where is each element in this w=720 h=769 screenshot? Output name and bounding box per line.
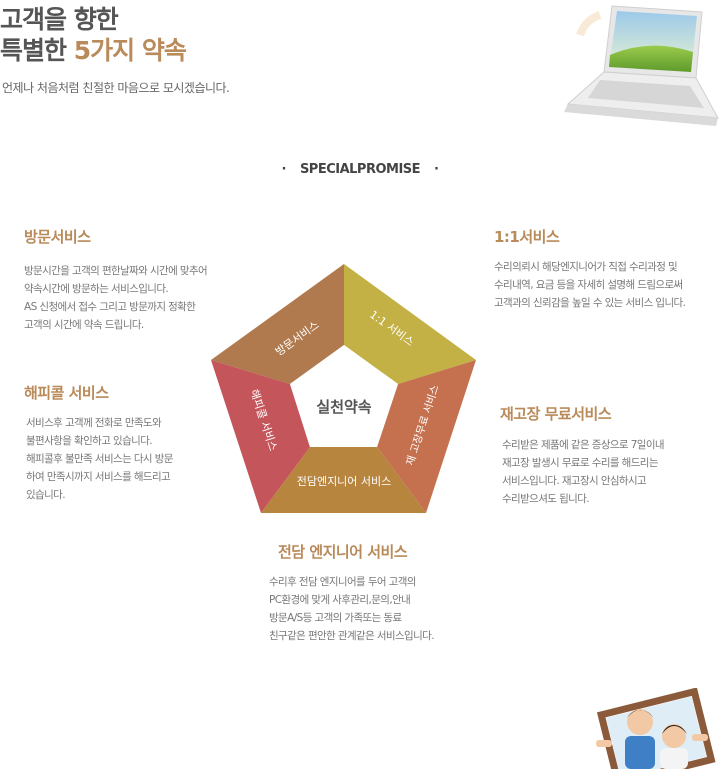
laptop-illustration: [564, 5, 719, 126]
pentagon-center: [290, 345, 398, 447]
segment-label-engineer: 전담엔지니어 서비스: [297, 475, 392, 488]
title-line-2-prefix: 특별한: [0, 36, 74, 65]
engineer-service-title: 전담 엔지니어 서비스: [278, 543, 408, 561]
promise-pentagon-diagram: 실천약속 방문서비스 1:1 서비스 재 고장무료 서비스 전담엔지니어 서비스…: [211, 264, 476, 513]
one-to-one-service-title: 1:1서비스: [494, 228, 560, 246]
visit-service-title: 방문서비스: [24, 228, 91, 246]
free-repair-service-text: 수리받은 제품에 같은 증상으로 7일이내 재고장 발생시 무료로 수리를 해드…: [502, 439, 665, 505]
special-dot-left: ·: [281, 162, 286, 177]
special-promise-text: SPECIALPROMISE: [299, 162, 421, 177]
pentagon-segment-one: [344, 264, 476, 384]
title-accent: 5가지 약속: [73, 36, 187, 65]
pentagon-segment-engineer: [261, 447, 426, 513]
special-dot-right: ·: [434, 162, 439, 177]
special-promise-label: · SPECIALPROMISE ·: [0, 162, 720, 177]
pentagon-segment-happycall: [211, 360, 310, 513]
one-to-one-service-text: 수리의뢰시 해당엔지니어가 직접 수리과정 및 수리내역, 요금 등을 자세히 …: [494, 261, 686, 309]
page-title: 고객을 향한 특별한 5가지 약속: [0, 4, 187, 66]
engineer-service-text: 수리후 전담 엔지니어를 두어 고객의 PC환경에 맞게 사후관리,문의,안내 …: [269, 576, 435, 642]
pentagon-segment-visit: [211, 264, 344, 384]
center-label: 실천약속: [316, 398, 371, 416]
pentagon-segment-repair: [377, 360, 476, 513]
page-subtitle: 언제나 처음처럼 친절한 마음으로 모시겠습니다.: [2, 81, 230, 95]
happycall-service-text: 서비스후 고객께 전화로 만족도와 불편사항을 확인하고 있습니다. 해피콜후 …: [26, 417, 173, 501]
title-line-2: 특별한 5가지 약속: [0, 35, 187, 66]
happycall-service-title: 해피콜 서비스: [24, 384, 109, 402]
title-line-1: 고객을 향한: [0, 5, 119, 34]
visit-service-text: 방문시간을 고객의 편한날짜와 시간에 맞추어 약속시간에 방문하는 서비스입니…: [24, 265, 208, 331]
free-repair-service-title: 재고장 무료서비스: [500, 405, 612, 423]
children-frame-illustration: [596, 688, 716, 769]
